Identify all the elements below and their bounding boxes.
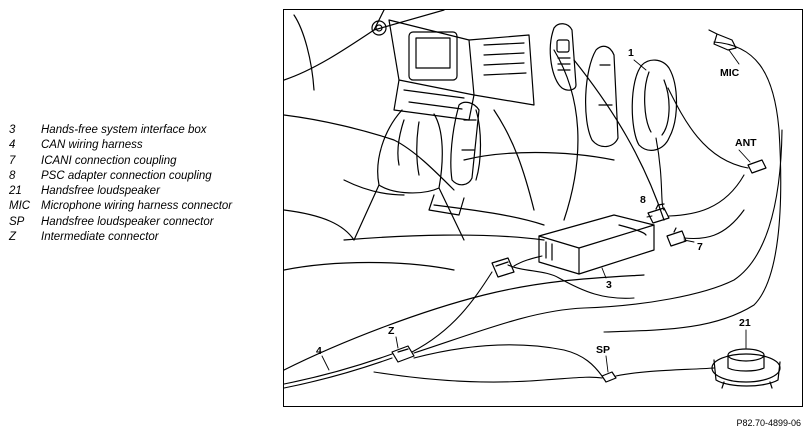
vehicle-interior-drawing: [284, 10, 665, 371]
connector-7-drawing: [666, 227, 687, 247]
callout-1: 1: [628, 47, 634, 59]
box-left-connector-drawing: [491, 257, 515, 278]
legend-key: 7: [9, 154, 16, 167]
legend-row: MIC Microphone wiring harness connector: [9, 199, 232, 214]
wiring-harness-drawing: [284, 41, 783, 389]
callout-7: 7: [697, 241, 703, 253]
installation-figure: 1 MIC ANT 8 7 3 21 Z SP 4: [283, 9, 803, 407]
legend-key: 21: [9, 185, 22, 198]
callout-21: 21: [739, 317, 751, 329]
legend-desc: Handsfree loudspeaker connector: [41, 215, 214, 228]
legend-key: Z: [9, 231, 17, 244]
legend-row: 21 Handsfree loudspeaker: [9, 184, 232, 199]
callout-8: 8: [640, 194, 646, 206]
legend-desc: ICANI connection coupling: [41, 154, 177, 167]
callout-4: 4: [316, 345, 322, 357]
legend-row: SP Handsfree loudspeaker connector: [9, 215, 232, 230]
callout-mic: MIC: [720, 67, 740, 79]
sp-connector-drawing: [601, 371, 617, 383]
callout-sp: SP: [596, 344, 610, 356]
legend-key: 4: [9, 139, 16, 152]
legend-key: 8: [9, 169, 16, 182]
callout-leaders: [321, 49, 751, 373]
z-connector-drawing: [391, 345, 415, 363]
interface-box-drawing: [538, 214, 655, 275]
installation-drawing: 1 MIC ANT 8 7 3 21 Z SP 4: [284, 10, 783, 389]
legend-row: 3 Hands-free system interface box: [9, 123, 232, 138]
legend-row: Z Intermediate connector: [9, 230, 232, 245]
legend-desc: Handsfree loudspeaker: [41, 185, 160, 198]
legend-desc: CAN wiring harness: [41, 139, 143, 152]
legend-key: MIC: [9, 200, 31, 213]
callout-z: Z: [388, 325, 395, 337]
callout-3: 3: [606, 279, 612, 291]
legend-row: 4 CAN wiring harness: [9, 138, 232, 153]
legend: 3 Hands-free system interface box 4 CAN wi…: [9, 123, 232, 245]
legend-desc: Microphone wiring harness connector: [41, 200, 233, 213]
legend-desc: PSC adapter connection coupling: [41, 169, 212, 182]
legend-row: 8 PSC adapter connection coupling: [9, 169, 232, 184]
legend-key: SP: [9, 215, 25, 228]
callout-ant: ANT: [735, 137, 757, 149]
figure-reference: P82.70-4899-06: [736, 418, 801, 428]
legend-desc: Intermediate connector: [41, 231, 159, 244]
connector-8-drawing: [647, 203, 670, 224]
mic-connector-drawing: [708, 29, 737, 51]
legend-desc: Hands-free system interface box: [41, 124, 207, 136]
legend-row: 7 ICANI connection coupling: [9, 154, 232, 169]
legend-key: 3: [9, 124, 16, 136]
ant-connector-drawing: [747, 159, 767, 174]
phone-cradle-drawing: [450, 23, 678, 186]
loudspeaker-drawing: [711, 348, 781, 389]
